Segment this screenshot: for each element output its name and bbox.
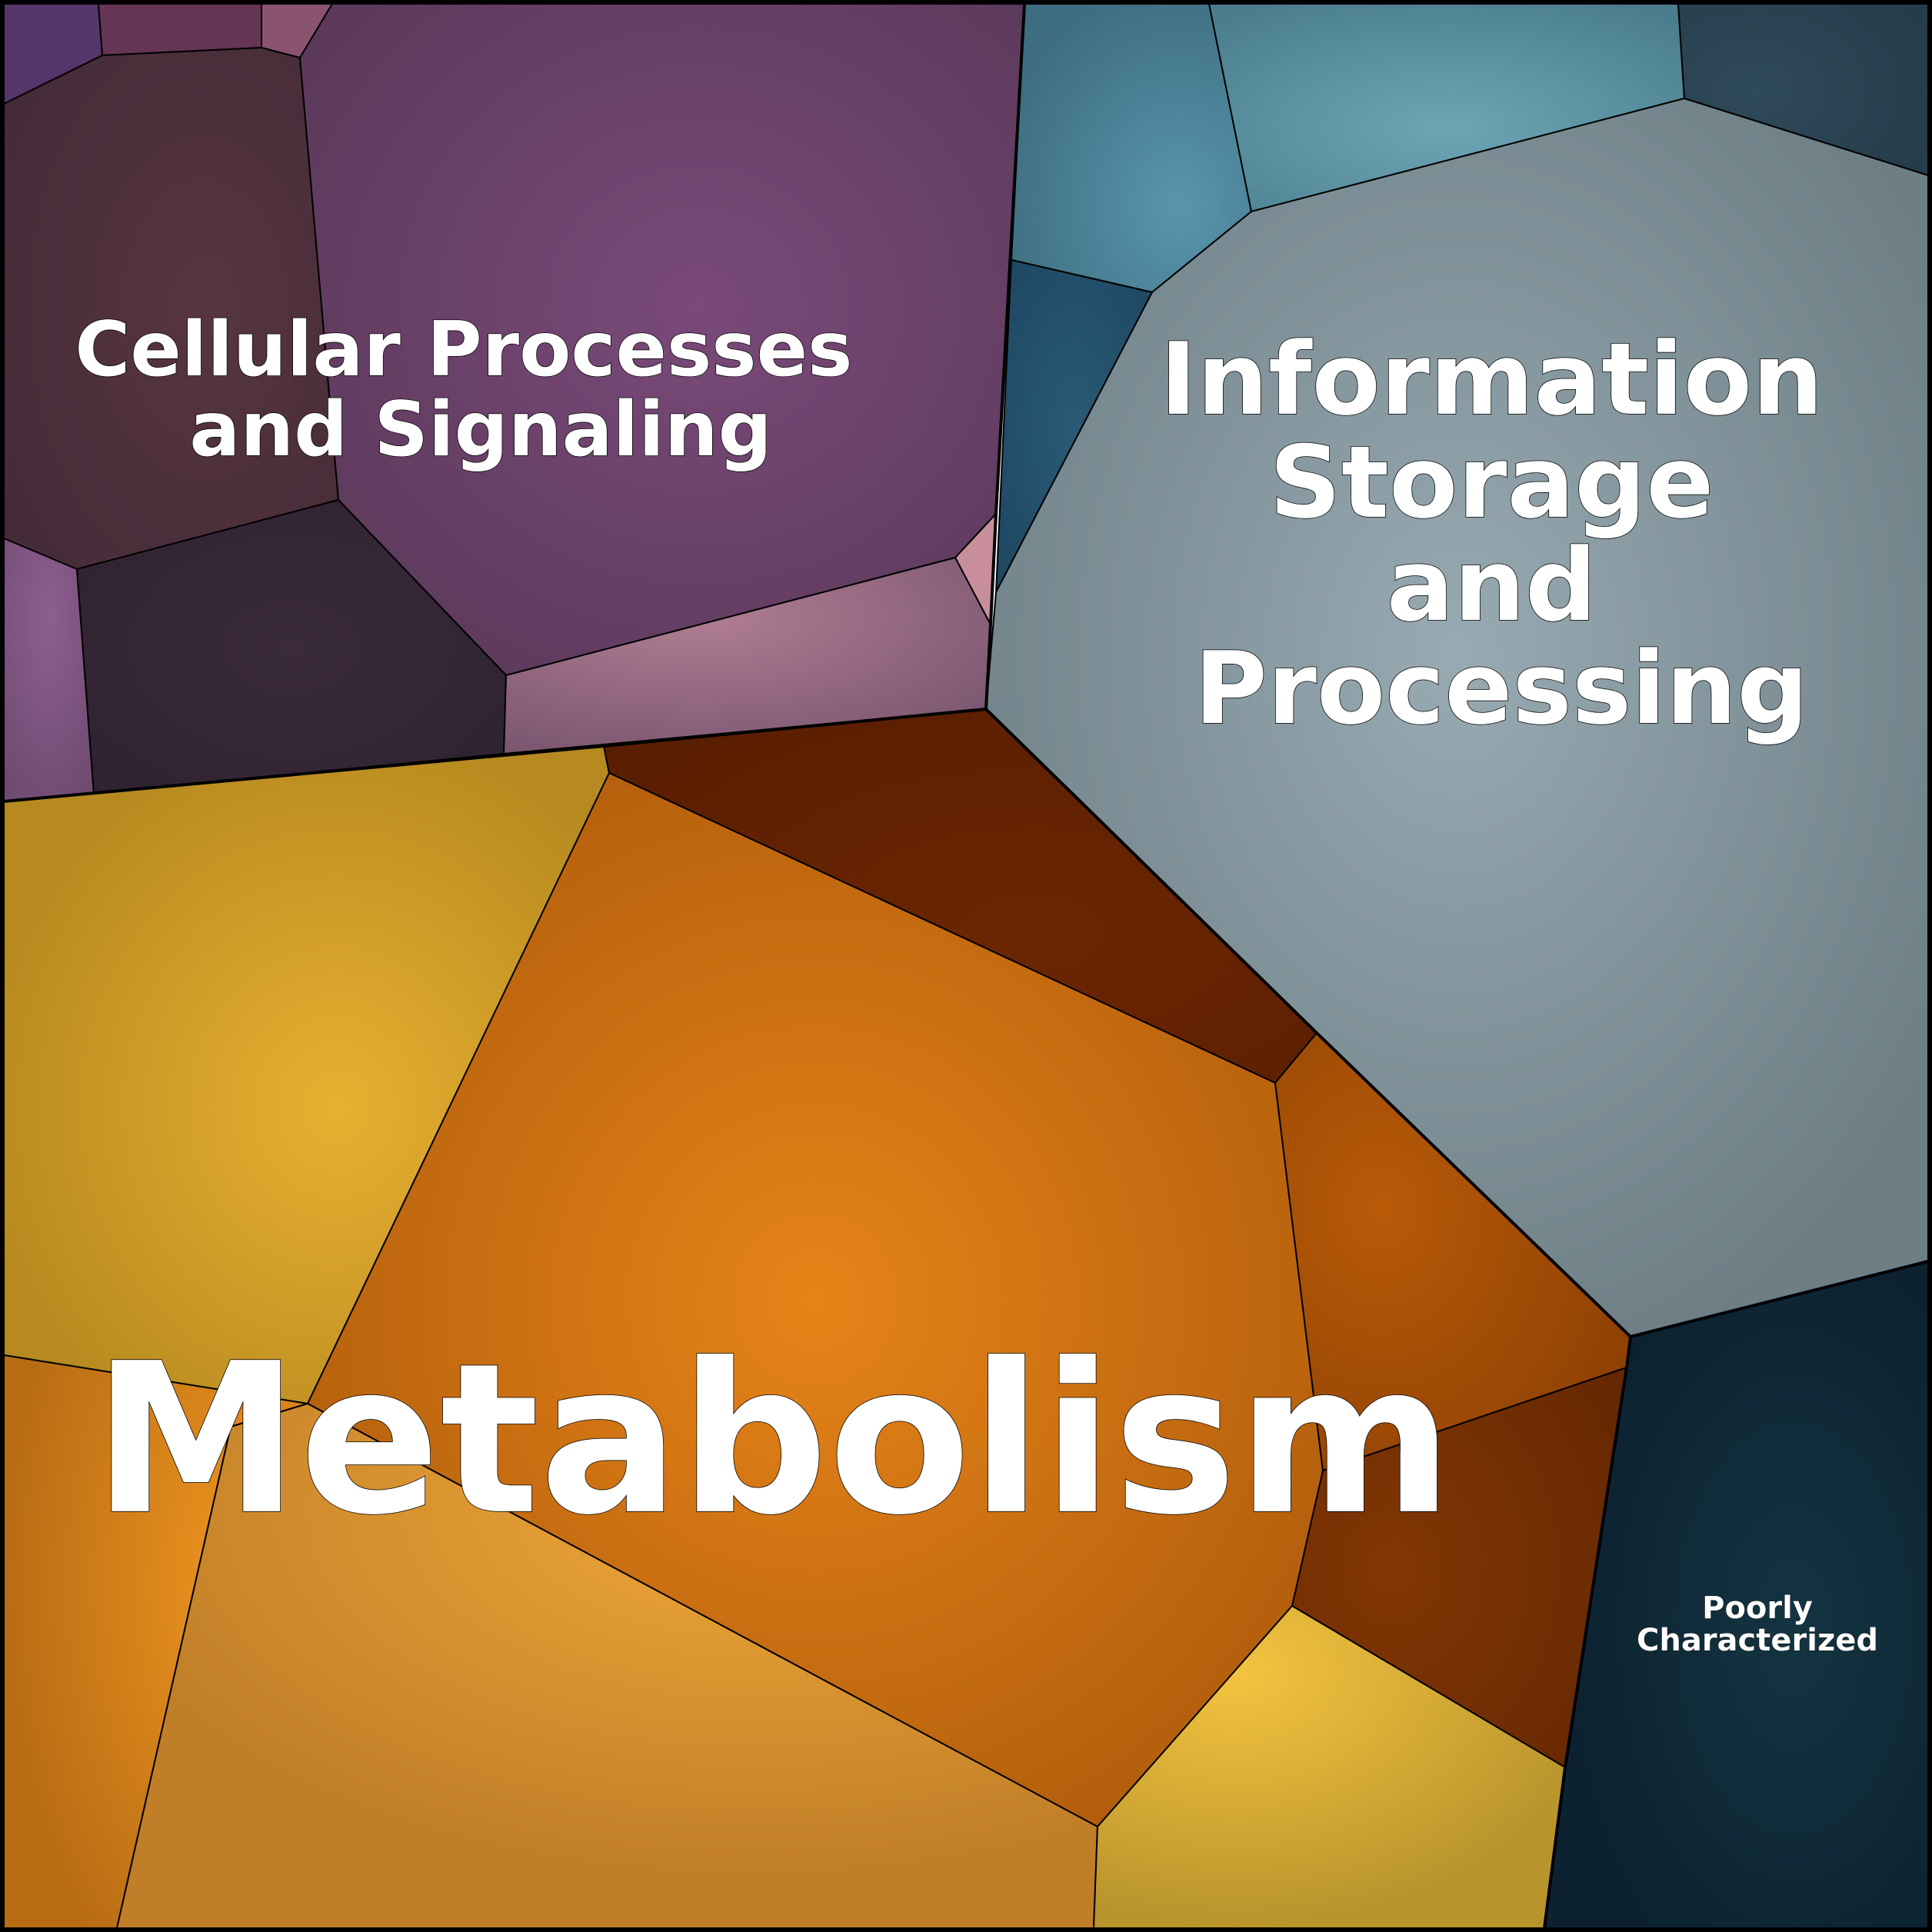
boundary-cellular-metabolism	[3, 708, 987, 803]
cell-cellular-plum-top	[98, 3, 262, 56]
label-poorly-line-2: Characterized	[1637, 1623, 1878, 1658]
boundary-information-metabolism	[984, 708, 1632, 1338]
label-information-line-3: and	[1387, 527, 1597, 644]
label-cellular-line-2: and Signaling	[189, 386, 772, 474]
label-cellular-processes: Cellular Processes and Signaling	[75, 306, 878, 474]
group-metabolism	[3, 708, 1631, 1929]
group-information-storage	[985, 3, 1929, 1337]
label-information-line-1: Information	[1160, 321, 1824, 438]
label-information-line-2: Storage	[1269, 424, 1714, 541]
label-information-storage: Information Storage and Processing	[1160, 321, 1858, 747]
label-poorly-characterized: Poorly Characterized	[1637, 1591, 1878, 1658]
label-cellular-line-1: Cellular Processes	[75, 306, 852, 394]
group-cellular-processes	[3, 3, 1025, 802]
label-information-line-4: Processing	[1194, 630, 1809, 747]
group-boundaries	[3, 3, 1929, 1929]
boundary-cellular-information	[984, 3, 1026, 710]
label-metabolism: Metabolism	[93, 1318, 1454, 1561]
label-poorly-line-1: Poorly	[1702, 1591, 1813, 1626]
boundary-poorly-characterized	[1543, 1260, 1929, 1929]
